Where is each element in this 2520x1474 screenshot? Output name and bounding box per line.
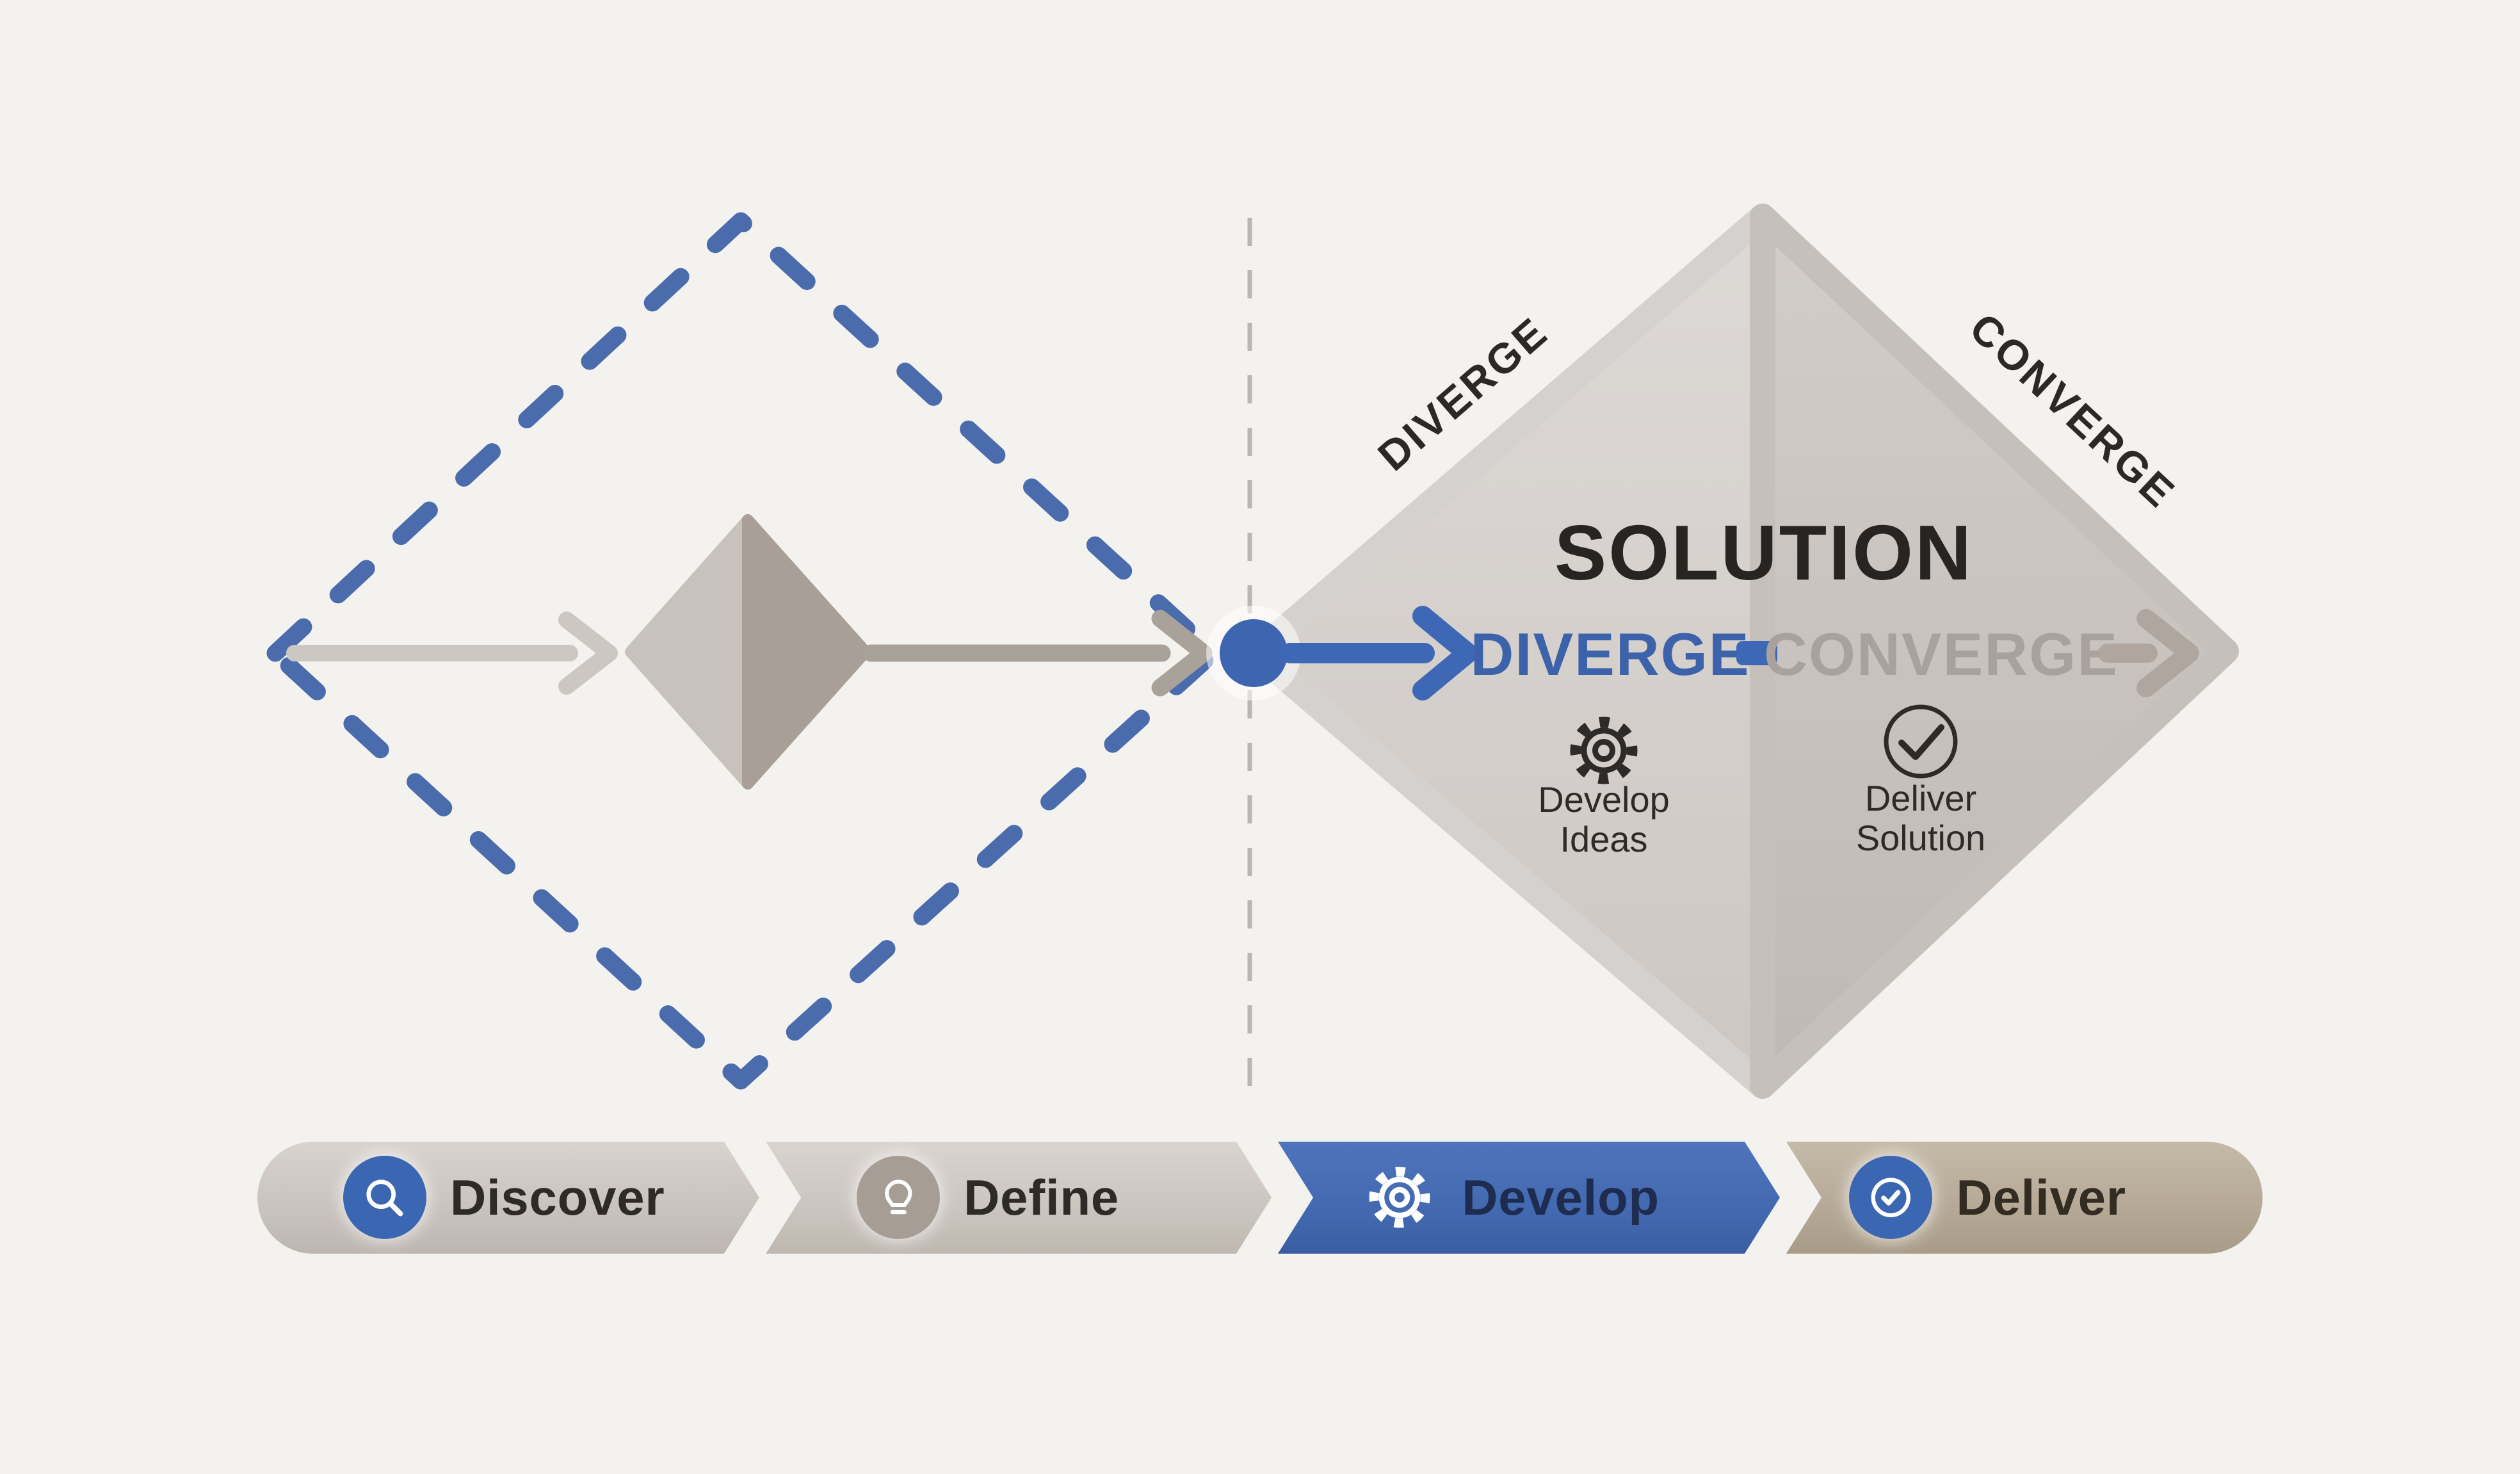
gear-icon	[1570, 717, 1638, 784]
deliver-solution-line2: Solution	[1856, 818, 1985, 858]
problem-converge-arrow	[862, 610, 1213, 697]
step-label-develop: Develop	[1462, 1169, 1660, 1226]
solution-entry-arrow	[1280, 606, 1478, 701]
process-step-develop[interactable]: Develop	[1278, 1142, 1780, 1254]
check-circle-icon	[1849, 1156, 1933, 1240]
problem-diamond-dashed-outline	[266, 212, 1222, 1090]
lightbulb-icon	[857, 1156, 940, 1239]
flow-exit-arrow	[2098, 609, 2199, 697]
mini-diamond	[625, 514, 871, 790]
check-circle-icon	[1884, 704, 1958, 779]
search-icon	[343, 1156, 426, 1239]
step-label-define: Define	[964, 1169, 1119, 1226]
flow-converge-label: CONVERGE	[1764, 620, 2119, 688]
flow-diverge-label: DIVERGE	[1470, 620, 1750, 688]
process-step-define[interactable]: Define	[766, 1142, 1272, 1254]
step-label-discover: Discover	[449, 1169, 665, 1226]
process-step-discover[interactable]: Discover	[257, 1142, 759, 1254]
process-step-deliver[interactable]: Deliver	[1786, 1141, 2263, 1254]
solution-title: SOLUTION	[1555, 509, 1973, 596]
flow-separator-dash	[1736, 641, 1777, 665]
gear-icon	[1361, 1159, 1438, 1236]
deliver-solution-line1: Deliver	[1865, 778, 1976, 818]
step-label-deliver: Deliver	[1956, 1169, 2126, 1226]
develop-ideas-line2: Ideas	[1560, 819, 1648, 859]
problem-diverge-arrow	[286, 611, 618, 695]
develop-ideas-line1: Develop	[1538, 779, 1669, 820]
junction-dot	[1220, 619, 1288, 687]
